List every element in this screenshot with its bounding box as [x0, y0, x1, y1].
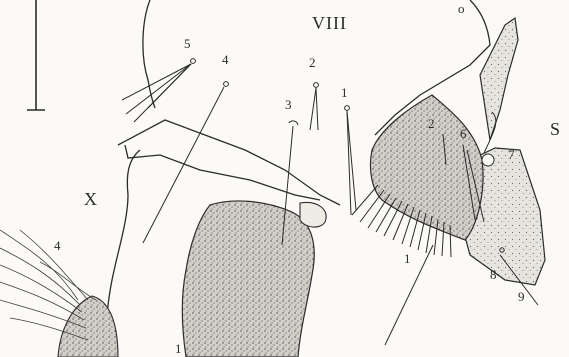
segment-x-label-4: 4 — [54, 238, 61, 253]
seta-label-2: 2 — [309, 55, 316, 70]
pointer-label-1: 1 — [404, 251, 411, 266]
sternal-plate — [182, 201, 326, 357]
seta-label-3: 3 — [285, 97, 292, 112]
segment-label-viii: VIII — [312, 13, 347, 33]
seta-label-9: 9 — [518, 289, 525, 304]
segment-label-x: X — [84, 189, 98, 209]
seta-label-7: 7 — [508, 147, 515, 162]
seta-label-5: 5 — [184, 36, 191, 51]
seta-label-8: 8 — [490, 267, 497, 282]
lobe-label-2: 2 — [428, 116, 435, 131]
scale-bar — [27, 0, 45, 110]
seta-label-1: 1 — [341, 85, 348, 100]
seta-label-6: 6 — [460, 126, 467, 141]
plate-label-1: 1 — [175, 341, 182, 356]
segment-label-s: S — [550, 119, 561, 139]
label-top-o: o — [458, 1, 465, 16]
seta-label-4: 4 — [222, 52, 229, 67]
comb-sclerite — [352, 95, 483, 257]
